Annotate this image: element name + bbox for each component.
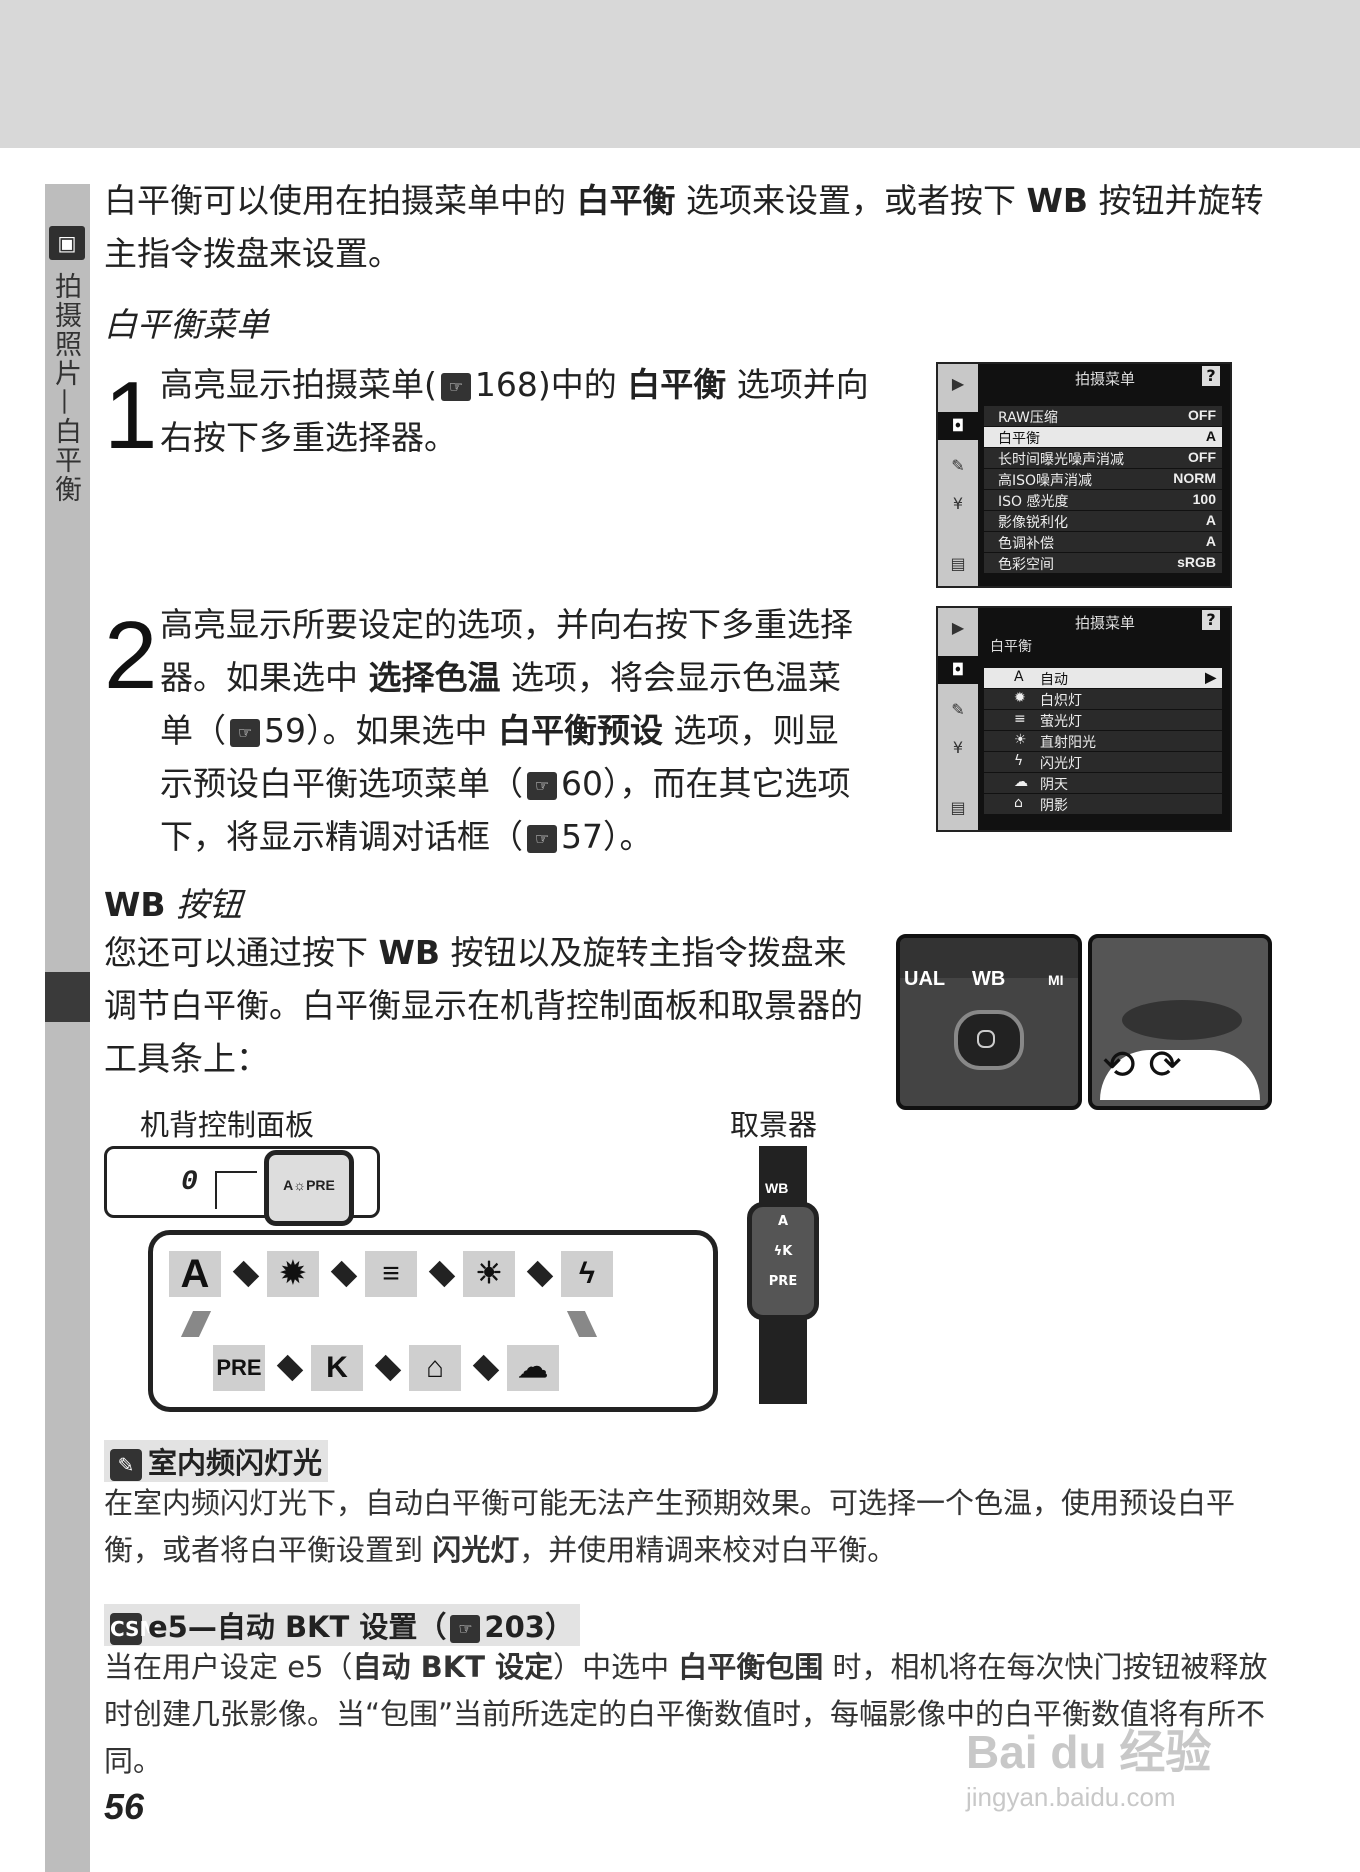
page-ref-icon: ☞ bbox=[527, 824, 557, 853]
camera-icon: ◘ bbox=[938, 656, 978, 684]
section-heading-wb-button: WB 按钮 bbox=[104, 885, 243, 924]
menu-sidebar: ▶ ◘ ✎ ¥ ▤ bbox=[938, 608, 978, 830]
diamond-arrow bbox=[374, 1354, 402, 1382]
sidebar-tab-marker bbox=[45, 972, 90, 1022]
menu-title: 拍摄菜单 bbox=[1074, 614, 1135, 632]
menu-row[interactable]: ☀直射阳光 bbox=[984, 731, 1222, 751]
sunlight-icon: ☀ bbox=[463, 1251, 515, 1297]
menu-sidebar: ▶ ◘ ✎ ¥ ▤ bbox=[938, 364, 978, 586]
menu-row[interactable]: ☁阴天 bbox=[984, 773, 1222, 793]
menu-title: 拍摄菜单 bbox=[1074, 370, 1135, 388]
baidu-url-watermark: jingyan.baidu.com bbox=[966, 1782, 1176, 1812]
rotate-arrow-icon: ⟲ ⟳ bbox=[1102, 1042, 1182, 1088]
page-ref-icon: ☞ bbox=[440, 372, 471, 401]
preset-icon: PRE bbox=[213, 1345, 265, 1391]
camera-menu-icon: ▣ bbox=[49, 226, 85, 260]
menu-row[interactable]: ✹白炽灯 bbox=[984, 689, 1222, 709]
recent-settings-icon: ▤ bbox=[950, 798, 966, 817]
shade-icon: ⌂ bbox=[409, 1345, 461, 1391]
diamond-arrow bbox=[428, 1260, 456, 1288]
wb-indicator-icon: A☼PRE bbox=[264, 1150, 354, 1226]
kelvin-icon: K bbox=[311, 1345, 363, 1391]
arrow-right-icon: ▶ bbox=[1205, 669, 1216, 685]
step-number-2: 2 bbox=[104, 602, 158, 709]
back-panel-label: 机背控制面板 bbox=[140, 1108, 315, 1142]
playback-icon: ▶ bbox=[951, 618, 965, 637]
diamond-arrow bbox=[276, 1354, 304, 1382]
step-number-1: 1 bbox=[104, 362, 158, 469]
fluorescent-icon: ≡ bbox=[365, 1251, 417, 1297]
section-heading-wb-menu: 白平衡菜单 bbox=[104, 305, 269, 344]
page-ref-icon: ☞ bbox=[230, 718, 260, 747]
step1-text: 高亮显示拍摄菜单(☞168)中的 白平衡 选项并向右按下多重选择器。 bbox=[160, 365, 869, 457]
diamond-arrow bbox=[330, 1260, 358, 1288]
menu-subtitle: 白平衡 bbox=[990, 639, 1032, 655]
top-margin-bar bbox=[0, 0, 1360, 148]
page-number: 56 bbox=[104, 1786, 145, 1827]
playback-icon: ▶ bbox=[951, 374, 965, 393]
step2-text: 高亮显示所要设定的选项，并向右按下多重选择器。如果选中 选择色温 选项，将会显示… bbox=[160, 605, 853, 856]
wb-button-photo: UAL WB MI bbox=[896, 934, 1082, 1110]
pencil-icon: ✎ bbox=[951, 700, 965, 719]
diamond-arrow bbox=[526, 1260, 554, 1288]
help-icon: ? bbox=[1202, 366, 1220, 386]
wb-button-paragraph: 您还可以通过按下 WB 按钮以及旋转主指令拨盘来调节白平衡。白平衡显示在机背控制… bbox=[104, 933, 863, 1078]
intro-paragraph: 白平衡可以使用在拍摄菜单中的 白平衡 选项来设置，或者按下 WB 按钮并旋转主指… bbox=[104, 181, 1264, 273]
connector-left bbox=[180, 1311, 212, 1337]
wrench-icon: ¥ bbox=[952, 738, 964, 757]
csm-icon: CSM bbox=[110, 1613, 159, 1645]
sidebar-section-label: 拍摄照片—白平衡 bbox=[50, 272, 81, 504]
menu-row[interactable]: ≡萤光灯 bbox=[984, 710, 1222, 730]
flash-icon: ϟ bbox=[561, 1251, 613, 1297]
help-icon: ? bbox=[1202, 610, 1220, 630]
camera-icon: ◘ bbox=[938, 412, 978, 440]
auto-wb-icon: A bbox=[169, 1251, 221, 1297]
page-ref-icon: ☞ bbox=[450, 1615, 481, 1643]
cloudy-icon: ☁ bbox=[507, 1345, 559, 1391]
note-bkt-text: 当在用户设定 e5（自动 BKT 设定）中选中 白平衡包围 时，相机将在每次快门… bbox=[104, 1650, 1268, 1778]
baidu-watermark: Bai du 经验 bbox=[966, 1726, 1212, 1778]
connector-right bbox=[566, 1311, 598, 1337]
note-heading-flash: ✎室内频闪灯光 bbox=[104, 1440, 329, 1482]
command-dial-photo: ⟲ ⟳ bbox=[1088, 934, 1272, 1110]
note-heading-bkt: CSMe5—自动 BKT 设置（☞203） bbox=[104, 1604, 580, 1646]
note-flash-text: 在室内频闪灯光下，自动白平衡可能无法产生预期效果。可选择一个色温，使用预设白平衡… bbox=[104, 1486, 1236, 1567]
recent-settings-icon: ▤ bbox=[950, 554, 966, 573]
diamond-arrow bbox=[232, 1260, 260, 1288]
wrench-icon: ¥ bbox=[952, 494, 964, 513]
sidebar-strip bbox=[45, 184, 90, 1872]
page-ref-icon: ☞ bbox=[527, 771, 557, 800]
diamond-arrow bbox=[472, 1354, 500, 1382]
menu-row[interactable]: ⌂阴影 bbox=[984, 794, 1222, 814]
pencil-icon: ✎ bbox=[951, 456, 965, 475]
pencil-icon: ✎ bbox=[110, 1449, 142, 1481]
viewfinder-label: 取景器 bbox=[730, 1108, 818, 1142]
wb-cycle-diagram: A ✹ ≡ ☀ ϟ PRE K ⌂ ☁ bbox=[148, 1230, 718, 1412]
incandescent-icon: ✹ bbox=[267, 1251, 319, 1297]
